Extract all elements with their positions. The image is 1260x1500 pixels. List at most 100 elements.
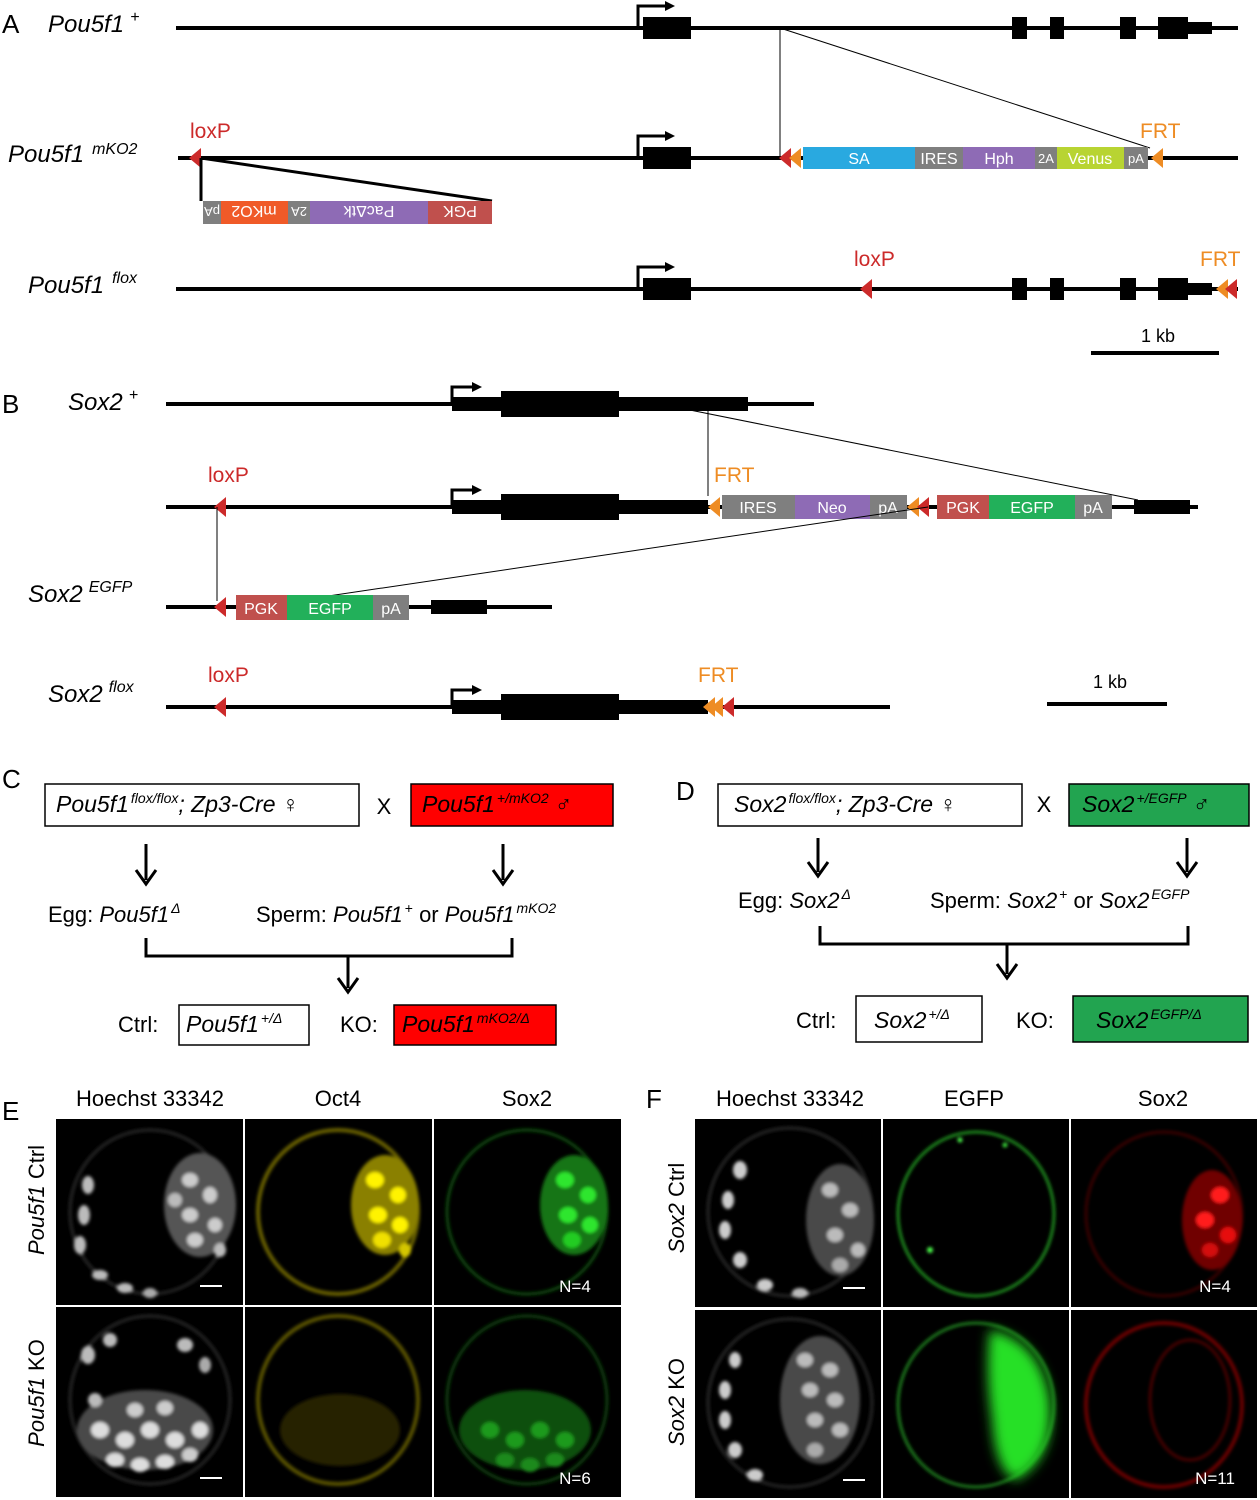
utr-region [431,600,487,614]
box-egfp-label: EGFP [308,601,352,618]
loxp-triangle-icon [779,148,791,168]
frt-triangle-icon [703,697,715,717]
n-count: N=4 [1199,1277,1231,1296]
box-neo [795,495,870,519]
exon-1 [643,17,691,39]
frt-triangle-icon [1151,148,1163,168]
frt-triangle-icon [1216,279,1228,299]
frt-triangle-icon [708,497,720,517]
arrow-down-icon [806,861,830,879]
utr-region [1134,500,1190,514]
column-header-hoechst: Hoechst 33342 [76,1086,224,1111]
oct4-signal [256,1314,420,1486]
utr-3 [1188,22,1212,34]
sox2-signal [445,1314,609,1486]
loxp-label: loxP [854,248,895,271]
ctrl-label: Ctrl: [796,1008,836,1033]
inv-box-2a-label: 2A [291,204,307,219]
column-header-sox2: Sox2 [502,1086,552,1111]
loxp-label: loxP [190,120,231,143]
ctrl-genotype-box [178,1004,310,1046]
frt-label: FRT [1140,120,1181,143]
loxp-label: loxP [208,664,249,687]
inv-box-pgk [428,201,492,224]
box-egfp-label: EGFP [1010,500,1054,517]
box-hph [963,147,1035,169]
ctrl-genotype: Pou5f1+/Δ [186,1010,282,1037]
allele-label-pou5f1-wt: Pou5f1+ [48,9,139,38]
sox2-coding-exon [501,494,619,520]
ko-label: KO: [340,1012,378,1037]
male-genotype: Sox2+/EGFP ♂ [1082,790,1210,817]
box-egfp [287,595,373,620]
egfp-signal [896,1130,1056,1298]
panel-label-d: D [676,776,695,806]
box-ires-label: IRES [920,151,957,168]
row-label-pou5f1-ctrl: Pou5f1 Ctrl [24,1145,49,1255]
box-ires-label: IRES [739,500,776,517]
promoter-arrowhead-icon [665,262,675,272]
box-pa-label: pA [381,601,401,618]
hoechst-nuclei [68,1314,232,1486]
exon-2 [1012,278,1027,300]
exon-5 [1158,17,1188,39]
promoter-arrowhead-icon [665,131,675,141]
promoter-arrowhead-icon [472,382,482,392]
box-venus-label: Venus [1068,151,1112,168]
loxp-triangle-icon [860,279,872,299]
image-sox2-ko [1071,1310,1257,1498]
cross-symbol: X [377,794,392,819]
column-header-oct4: Oct4 [315,1086,361,1111]
box-pgk [937,495,989,519]
ko-genotype-box [393,1004,557,1046]
arrow-down-icon [1175,861,1199,879]
exon-1 [643,278,691,300]
box-sa-label: SA [848,151,870,168]
box-ires [915,147,963,169]
n-count: N=11 [1195,1469,1235,1488]
promoter-arrowhead-icon [472,685,482,695]
hoechst-nuclei [68,1128,236,1298]
box-pa-label: pA [1128,151,1144,166]
inv-box-pac-label: PacΔtk [343,202,395,219]
egfp-signal [896,1321,1056,1489]
loxp-triangle-icon [722,697,734,717]
panel-f: F Hoechst 33342 EGFP Sox2 Sox2 Ctrl Sox2… [646,1084,1257,1498]
merge-bracket [818,926,1190,946]
frt-triangle-icon [711,697,723,717]
panel-label-a: A [2,9,20,39]
inv-box-pa [203,201,221,224]
panel-b: B Sox2+ loxP FRT IRES Neo pA PGK EGFP [2,382,1198,720]
loxp-triangle-icon [189,148,201,168]
inv-box-pa-label: pA [204,204,220,219]
loxp-triangle-icon [214,597,226,617]
promoter-arrow-icon [636,265,668,289]
box-neo-label: Neo [817,500,846,517]
column-header-egfp: EGFP [944,1086,1004,1111]
cross-symbol: X [1037,792,1052,817]
projection-line [659,403,1139,501]
loxp-triangle-icon [1225,279,1237,299]
projection-line [779,27,1151,149]
promoter-arrowhead-icon [472,485,482,495]
male-genotype-box [1068,783,1250,827]
sox2-coding-exon [501,694,619,720]
loxp-triangle-icon [917,497,929,517]
inv-box-mko2-label: mKO2 [231,202,276,219]
box-venus [1057,147,1124,169]
promoter-arrow-icon [636,4,668,28]
box-ires [722,495,795,519]
frt-label: FRT [714,464,755,487]
exon-4 [1120,17,1136,39]
frt-triangle-icon [789,148,801,168]
